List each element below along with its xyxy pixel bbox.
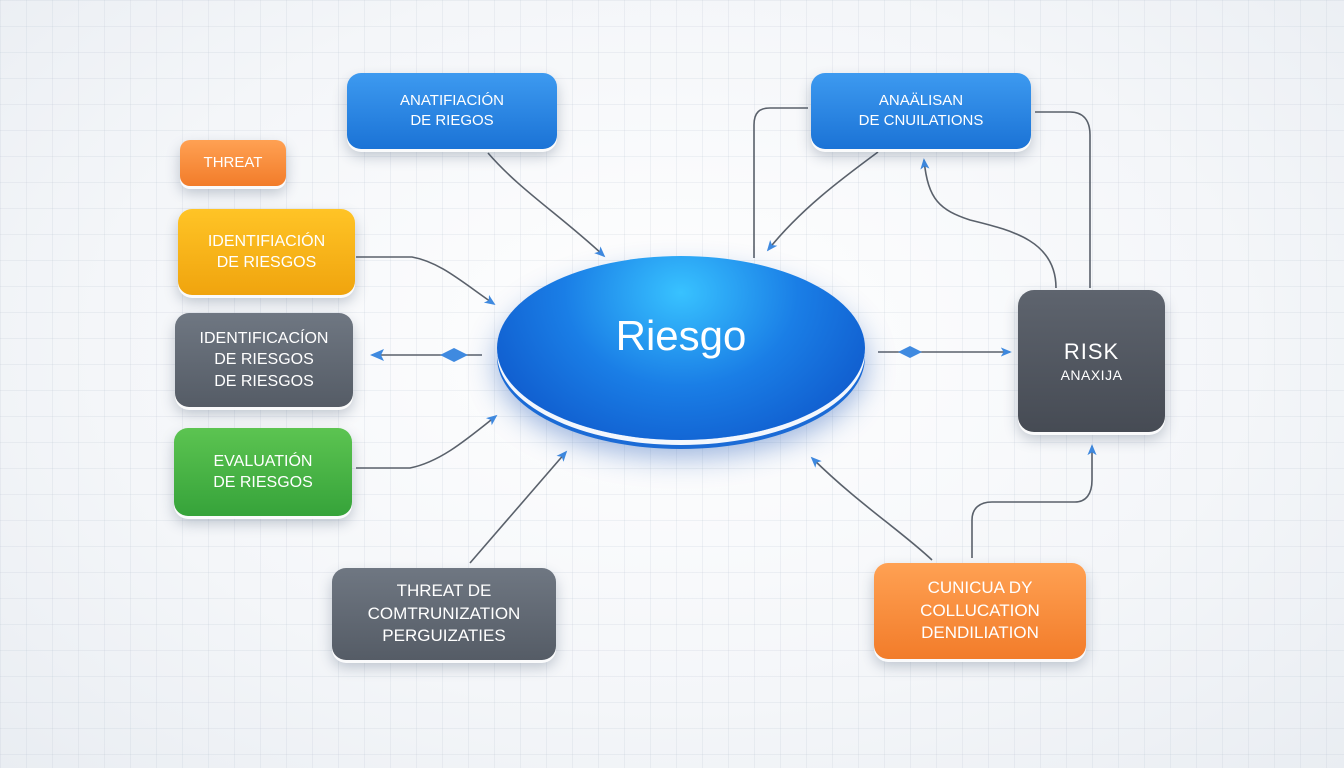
- edge-yellow-to-center: [356, 256, 496, 306]
- node-label-line: PERGUIZATIES: [382, 626, 506, 646]
- node-label-line: DE RIESGOS: [213, 474, 313, 491]
- node-cunicua-dy-collucation[interactable]: CUNICUA DY COLLUCATION DENDILIATION: [874, 563, 1086, 659]
- node-label-line: COLLUCATION: [920, 600, 1040, 620]
- node-label-line: EVALUATIÓN: [213, 452, 313, 470]
- edge-bottom-right-to-risk: [971, 444, 1097, 558]
- node-identifiacion-de-riesgos[interactable]: IDENTIFIACIÓN DE RIESGOS: [178, 209, 355, 295]
- node-label-line: COMTRUNIZATION: [367, 603, 521, 623]
- node-label-line: IDENTIFIACIÓN: [207, 232, 326, 250]
- node-label-line: IDENTIFICACÍON: [199, 330, 329, 348]
- edge-bottom-left-to-center: [469, 450, 568, 564]
- node-label-line: THREAT: [203, 154, 263, 172]
- node-anatifiacion-de-riegos[interactable]: ANATIFIACIÓN DE RIEGOS: [347, 73, 557, 149]
- node-label-line: ANATIFIACIÓN: [400, 92, 504, 110]
- center-label: Riesgo: [615, 312, 747, 359]
- node-risk-anaxija[interactable]: RISK ANAXIJA: [1018, 290, 1165, 432]
- diamond-marker-left: [440, 348, 468, 362]
- node-label-line: DE RIESGOS: [216, 254, 317, 271]
- node-label-line: DE RIESGOS: [214, 372, 314, 390]
- node-label-line: RISK: [1063, 339, 1120, 365]
- node-label-line: DE RIEGOS: [410, 112, 494, 129]
- node-threat-de-comtrunization[interactable]: THREAT DE COMTRUNIZATION PERGUIZATIES: [332, 568, 556, 660]
- node-anaalisan-de-cnuilations[interactable]: ANAÄLISAN DE CNUILATIONS: [811, 73, 1031, 149]
- edge-top-right-to-center: [766, 151, 879, 252]
- node-identificacion-de-riesgos[interactable]: IDENTIFICACÍON DE RIESGOS DE RIESGOS: [175, 313, 353, 407]
- node-label-line: DE RIESGOS: [214, 351, 314, 369]
- node-threat[interactable]: THREAT: [180, 140, 286, 186]
- node-evaluation-de-riesgos[interactable]: EVALUATIÓN DE RIESGOS: [174, 428, 352, 516]
- arrowhead-left-outward: [370, 349, 384, 361]
- edge-risk-to-top-right: [920, 158, 1057, 289]
- edge-bottom-right-to-center: [810, 456, 933, 561]
- edge-green-to-center: [356, 414, 498, 469]
- node-label-line: ANAXIJA: [1060, 367, 1123, 384]
- edge-top-right-to-risk: [1035, 111, 1091, 288]
- node-label-line: ANAÄLISAN: [878, 92, 964, 110]
- node-label-line: DENDILIATION: [921, 623, 1039, 643]
- center-node-riesgo[interactable]: Riesgo: [497, 256, 865, 440]
- diamond-marker-right: [898, 346, 922, 358]
- node-label-line: DE CNUILATIONS: [858, 112, 984, 129]
- node-label-line: CUNICUA DY: [927, 578, 1033, 598]
- edge-loop-left-of-top-right: [753, 107, 808, 258]
- node-label-line: THREAT DE: [396, 581, 492, 601]
- edge-top-left-to-center: [487, 152, 606, 258]
